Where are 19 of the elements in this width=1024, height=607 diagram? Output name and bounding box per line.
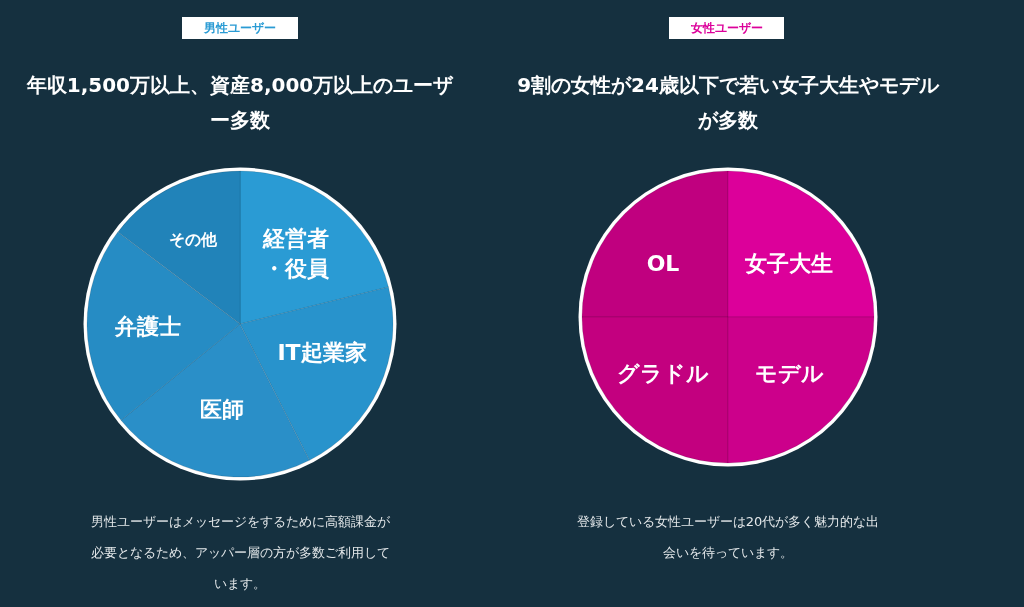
pie-slice xyxy=(728,171,874,317)
slice-label: モデル xyxy=(754,360,824,389)
pie-slice xyxy=(728,317,874,463)
slice-label: 女子大生 xyxy=(745,250,833,279)
slice-label: その他 xyxy=(169,229,217,251)
description-text: 登録している女性ユーザーは20代が多く魅力的な出会いを待っています。 xyxy=(575,513,881,562)
category-tag: 男性ユーザー xyxy=(182,17,298,39)
description-text: 男性ユーザーはメッセージをするために高額課金が必要となるため、アッパー層の方が多数ご利用しています。 xyxy=(89,513,391,593)
pie-slice xyxy=(582,171,728,317)
slice-label: 経営者・役員 xyxy=(261,225,330,283)
slice-label: グラドル xyxy=(617,360,709,389)
heading: 年収1,500万以上、資産8,000万以上のユーザー多数 xyxy=(25,72,455,134)
slice-label: 弁護士 xyxy=(115,313,181,342)
slice-label: 医師 xyxy=(200,396,244,425)
slice-label: OL xyxy=(646,250,680,279)
slice-label: IT起業家 xyxy=(277,339,367,368)
category-tag: 女性ユーザー xyxy=(669,17,784,39)
pie-slice xyxy=(582,317,728,463)
heading: 9割の女性が24歳以下で若い女子大生やモデルが多数 xyxy=(516,72,941,134)
